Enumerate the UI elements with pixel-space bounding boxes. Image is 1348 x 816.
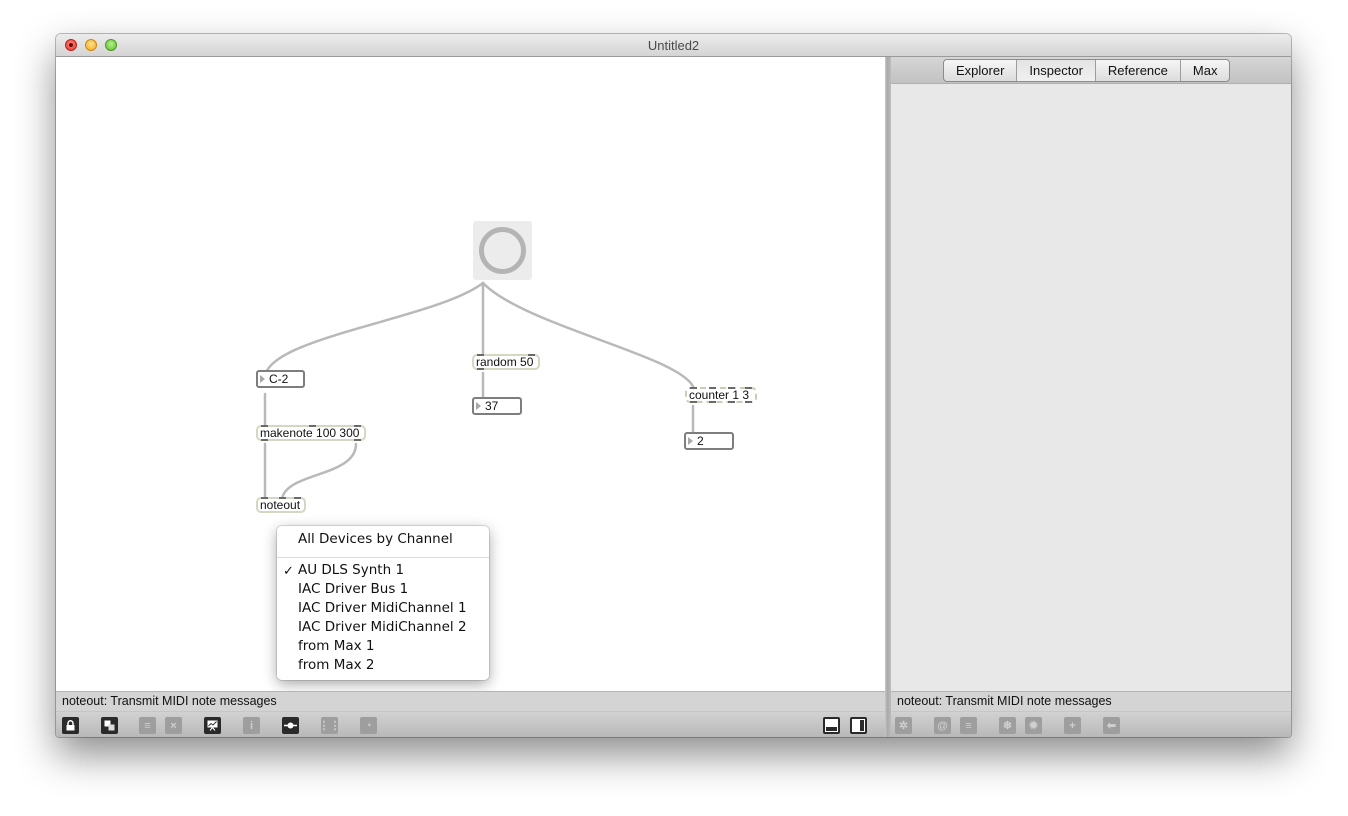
sidebar-tabs: Explorer Inspector Reference Max <box>943 59 1231 82</box>
number-box-counter-out[interactable]: 2 <box>684 432 734 450</box>
menu-separator <box>277 557 489 558</box>
settings-icon[interactable]: ✹ <box>1025 717 1042 734</box>
window-title: Untitled2 <box>647 38 700 53</box>
outlet[interactable] <box>477 368 484 370</box>
outlet[interactable] <box>261 439 268 441</box>
object-counter[interactable]: counter 1 3 <box>685 387 757 403</box>
side-panel-icon[interactable] <box>850 717 867 734</box>
object-random[interactable]: random 50 <box>472 354 540 370</box>
list-icon[interactable]: ≡ <box>960 717 977 734</box>
sidebar-tab-bar: Explorer Inspector Reference Max <box>891 57 1291 84</box>
inlet[interactable] <box>261 497 268 499</box>
menu-item-au-dls-synth-1[interactable]: AU DLS Synth 1 <box>298 562 405 578</box>
minimize-window-button[interactable] <box>85 39 97 51</box>
number-box-random-out[interactable]: 37 <box>472 397 522 415</box>
freeze-icon[interactable]: ❄ <box>999 717 1016 734</box>
inlet[interactable] <box>477 354 484 356</box>
zoom-window-button[interactable] <box>105 39 117 51</box>
patch-cord <box>263 281 485 379</box>
toggle-object[interactable] <box>473 221 532 280</box>
sidebar-toolbar: ✲ @ ≡ ❄ ✹ + ⬅ <box>891 711 1291 737</box>
tab-reference[interactable]: Reference <box>1096 60 1181 81</box>
back-icon[interactable]: ⬅ <box>1103 717 1120 734</box>
inlet[interactable] <box>294 497 301 499</box>
inlet[interactable] <box>728 387 735 389</box>
tab-inspector[interactable]: Inspector <box>1017 60 1096 81</box>
clear-icon[interactable]: × <box>165 717 182 734</box>
menu-item-iac-driver-bus-1[interactable]: IAC Driver Bus 1 <box>298 581 409 597</box>
patcher-toolbar: ≡ × i ⋮⋮ ◔ <box>56 711 885 737</box>
patch-cord <box>280 442 358 501</box>
sidebar-panel: Explorer Inspector Reference Max <box>891 57 1291 691</box>
object-noteout[interactable]: noteout <box>256 497 306 513</box>
outlet[interactable] <box>690 401 697 403</box>
debug-icon[interactable] <box>204 717 221 734</box>
patch-cords <box>263 281 696 501</box>
menu-item-iac-midichannel-2[interactable]: IAC Driver MidiChannel 2 <box>298 619 467 635</box>
panel-splitter[interactable] <box>885 57 891 737</box>
tab-explorer[interactable]: Explorer <box>944 60 1018 81</box>
inlet[interactable] <box>279 497 286 499</box>
checkmark-icon: ✓ <box>283 564 294 579</box>
bottom-panel-icon[interactable] <box>823 717 840 734</box>
inlet[interactable] <box>745 387 752 389</box>
close-window-button[interactable] <box>65 39 77 51</box>
info-icon[interactable]: i <box>243 717 260 734</box>
menu-item-all-devices[interactable]: All Devices by Channel <box>298 531 453 547</box>
midi-device-popup-menu[interactable]: All Devices by Channel ✓ AU DLS Synth 1 … <box>277 526 489 680</box>
app-window: Untitled2 <box>56 34 1291 737</box>
patcher-status-bar: noteout: Transmit MIDI note messages <box>56 691 885 711</box>
menu-item-from-max-1[interactable]: from Max 1 <box>298 638 375 654</box>
toggle-ring-icon <box>479 227 526 274</box>
outlet[interactable] <box>354 439 361 441</box>
object-label: counter 1 3 <box>689 388 750 402</box>
object-makenote[interactable]: makenote 100 300 <box>256 425 366 441</box>
number-value: C-2 <box>269 372 289 386</box>
patch-cord-icon[interactable] <box>282 717 299 734</box>
inlet[interactable] <box>309 425 316 427</box>
number-box-note[interactable]: C-2 <box>256 370 305 388</box>
inlet[interactable] <box>354 425 361 427</box>
object-label: noteout <box>260 498 301 512</box>
outlet[interactable] <box>728 401 735 403</box>
dial-icon[interactable]: ◔ <box>360 717 377 734</box>
add-icon[interactable]: + <box>1064 717 1081 734</box>
menu-item-from-max-2[interactable]: from Max 2 <box>298 657 375 673</box>
gear-menu-icon[interactable]: ✲ <box>895 717 912 734</box>
title-bar[interactable]: Untitled2 <box>56 34 1291 57</box>
tab-max[interactable]: Max <box>1192 63 1218 78</box>
inlet[interactable] <box>690 387 697 389</box>
patcher-canvas[interactable]: C-2 random 50 37 counter 1 3 2 <box>56 57 885 691</box>
inlet[interactable] <box>528 354 535 356</box>
object-label: random 50 <box>476 355 534 369</box>
object-label: makenote 100 300 <box>260 426 360 440</box>
number-value: 2 <box>697 434 704 448</box>
lock-icon[interactable] <box>62 717 79 734</box>
grid-icon[interactable]: ⋮⋮ <box>319 717 341 734</box>
inlet[interactable] <box>709 387 716 389</box>
number-value: 37 <box>485 399 499 413</box>
presentation-mode-icon[interactable] <box>101 717 118 734</box>
new-object-icon[interactable]: ≡ <box>139 717 156 734</box>
outlet[interactable] <box>709 401 716 403</box>
patch-cord <box>481 281 696 391</box>
menu-item-iac-midichannel-1[interactable]: IAC Driver MidiChannel 1 <box>298 600 467 616</box>
sidebar-status-bar: noteout: Transmit MIDI note messages <box>891 691 1291 711</box>
at-icon[interactable]: @ <box>934 717 951 734</box>
outlet[interactable] <box>745 401 752 403</box>
inlet[interactable] <box>261 425 268 427</box>
